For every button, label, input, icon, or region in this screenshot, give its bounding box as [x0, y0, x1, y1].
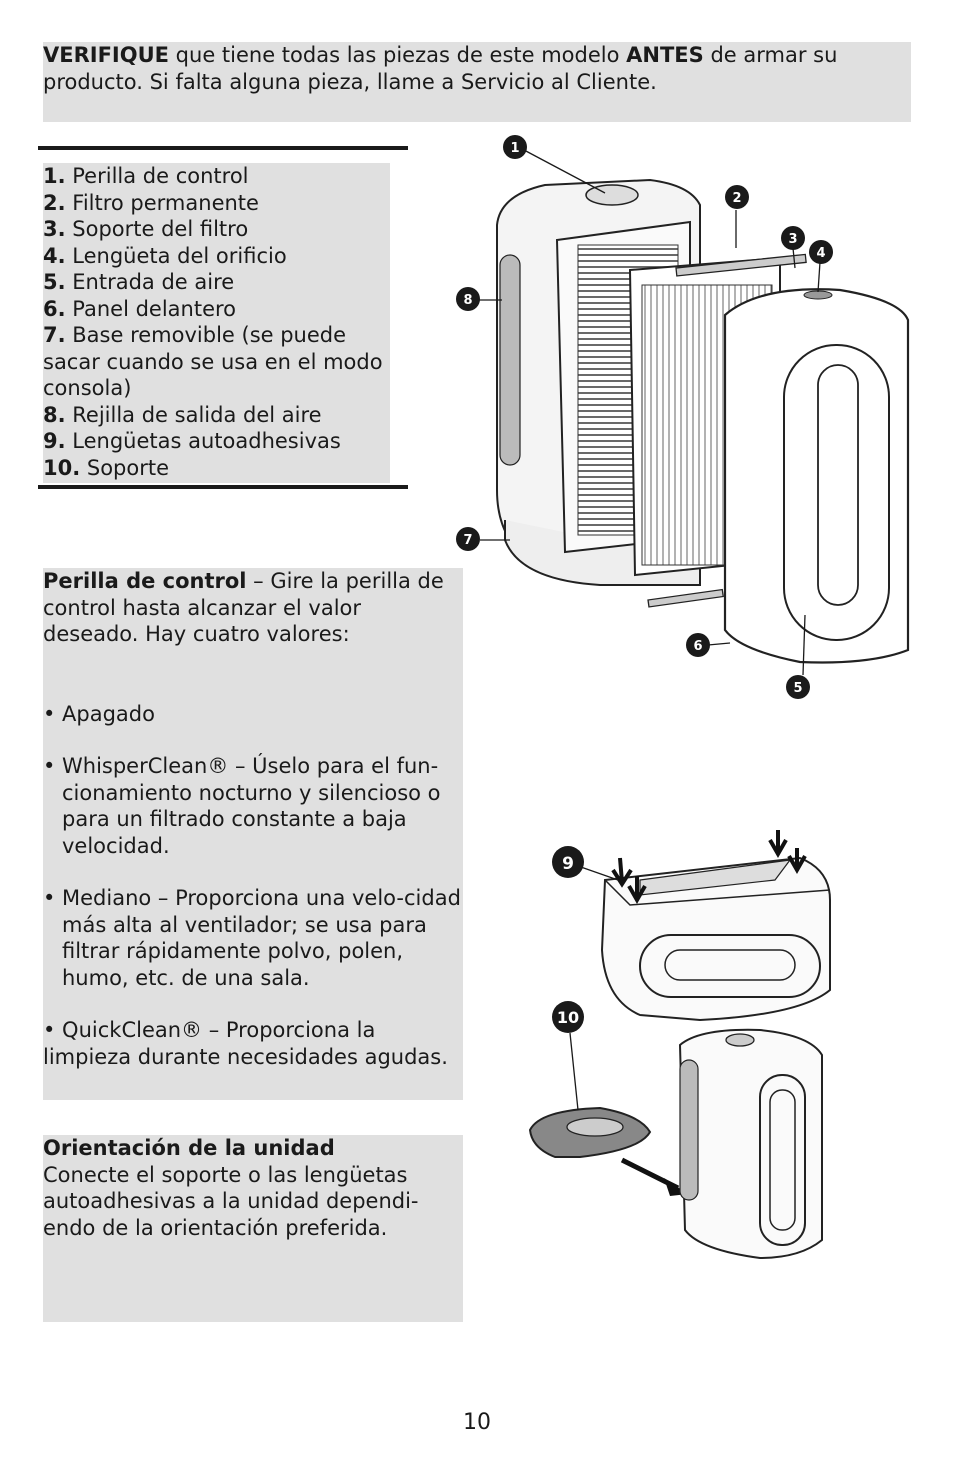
- orientation-box: Orientación de la unidad Conecte el sopo…: [43, 1135, 463, 1322]
- callout-5: 5: [786, 675, 810, 699]
- setting-item: •WhisperClean® – Úselo para el fun-ciona…: [43, 753, 463, 859]
- exploded-diagram: 1 2 3 4 5 6 7 8: [456, 135, 910, 699]
- part-number: 1.: [43, 164, 66, 188]
- svg-text:7: 7: [463, 533, 472, 548]
- callout-7: 7: [456, 527, 480, 551]
- front-panel: [723, 288, 910, 664]
- setting-item-quickclean: • QuickClean® – Proporciona la limpieza …: [43, 1018, 448, 1069]
- hole-tab: [803, 290, 833, 300]
- callout-9: 9: [552, 846, 584, 878]
- intro-before-bold: ANTES: [626, 43, 704, 67]
- intro-verify-bold: VERIFIQUE: [43, 43, 169, 67]
- part-label: Entrada de aire: [65, 270, 235, 294]
- part-number: 8.: [43, 402, 66, 427]
- svg-text:9: 9: [562, 854, 574, 874]
- control-intro: Perilla de control – Gire la perilla de …: [43, 568, 463, 648]
- intro-text: VERIFIQUE que tiene todas las piezas de …: [43, 42, 903, 95]
- part-label: Panel delantero: [65, 296, 237, 321]
- parts-list: 1. Perilla de control 2. Filtro permanen…: [43, 163, 390, 481]
- part-item: 1. Perilla de control: [43, 163, 390, 190]
- callout-3: 3: [781, 226, 805, 250]
- intro-text-1: que tiene todas las piezas de este model…: [169, 43, 627, 67]
- parts-top-rule: [38, 146, 408, 150]
- bullet: •: [43, 886, 56, 910]
- part-number: 3.: [43, 217, 66, 241]
- setting-text: Mediano – Proporciona una velo-cidad más…: [62, 886, 461, 990]
- arrow-down-icon: [768, 830, 788, 859]
- callout-8: 8: [456, 287, 480, 311]
- control-knob: [585, 184, 639, 206]
- part-label: Lengüeta del orificio: [65, 243, 287, 268]
- arrow-down-icon: [611, 857, 633, 888]
- unit-horizontal: [600, 830, 831, 1022]
- arrow-down-icon: [787, 848, 807, 875]
- svg-text:10: 10: [557, 1008, 579, 1027]
- intro-box: VERIFIQUE que tiene todas las piezas de …: [43, 42, 911, 122]
- part-item: 10. Soporte: [43, 455, 390, 482]
- air-outlet-grille: [499, 254, 521, 466]
- bullet: •: [43, 701, 56, 726]
- orientation-text: Conecte el soporte o las lengüetas autoa…: [43, 1162, 419, 1240]
- setting-item: •Mediano – Proporciona una velo-cidad má…: [43, 885, 463, 991]
- callout-6: 6: [686, 633, 710, 657]
- part-label: Base removible (se puede sacar cuando se…: [43, 323, 383, 400]
- part-label: Filtro permanente: [65, 190, 259, 215]
- orientation-heading: Orientación de la unidad: [43, 1136, 335, 1160]
- svg-text:6: 6: [693, 639, 702, 654]
- control-heading: Perilla de control: [43, 569, 247, 593]
- part-number: 5.: [43, 270, 66, 294]
- part-number: 7.: [43, 323, 66, 347]
- part-item: 5. Entrada de aire: [43, 269, 390, 296]
- part-label: Lengüetas autoadhesivas: [65, 429, 341, 453]
- control-knob-box: Perilla de control – Gire la perilla de …: [43, 568, 463, 1100]
- part-item: 4. Lengüeta del orificio: [43, 243, 390, 270]
- part-number: 2.: [43, 190, 66, 215]
- setting-text: WhisperClean® – Úselo para el fun-cionam…: [62, 754, 441, 858]
- part-item: 9. Lengüetas autoadhesivas: [43, 428, 390, 455]
- part-item: 6. Panel delantero: [43, 296, 390, 323]
- filter-support-bottom: [647, 588, 724, 608]
- callout-10: 10: [552, 1001, 584, 1033]
- control-intro-text: – Gire la perilla de control hasta alcan…: [43, 569, 444, 646]
- part-number: 4.: [43, 243, 66, 268]
- callout-4: 4: [809, 240, 833, 264]
- bullet: •: [43, 754, 56, 778]
- orientation-diagram: 9 10: [528, 830, 831, 1260]
- part-number: 10.: [43, 455, 81, 480]
- intro-text-2: de armar su producto. Si falta alguna pi…: [43, 43, 838, 94]
- parts-bottom-rule: [38, 485, 408, 489]
- setting-item: •Apagado: [43, 701, 463, 728]
- part-item: 2. Filtro permanente: [43, 190, 390, 217]
- setting-text: Apagado: [62, 701, 155, 726]
- callout-1: 1: [503, 135, 527, 159]
- part-item: 3. Soporte del filtro: [43, 216, 390, 243]
- arrow-down-icon: [627, 876, 647, 905]
- callout-2: 2: [725, 185, 749, 209]
- svg-text:8: 8: [463, 293, 472, 308]
- part-label: Perilla de control: [65, 164, 249, 188]
- part-label: Rejilla de salida del aire: [65, 402, 322, 427]
- part-item: 7. Base removible (se puede sacar cuando…: [43, 322, 390, 402]
- svg-text:1: 1: [510, 141, 519, 156]
- part-label: Soporte del filtro: [65, 217, 249, 241]
- filter-support: [675, 253, 807, 277]
- page-number: 10: [463, 1410, 491, 1435]
- part-number: 6.: [43, 296, 66, 321]
- svg-text:3: 3: [788, 232, 797, 247]
- svg-text:4: 4: [816, 246, 825, 261]
- part-label: Soporte: [80, 455, 170, 480]
- part-item: 8. Rejilla de salida del aire: [43, 402, 390, 429]
- svg-text:5: 5: [793, 681, 802, 696]
- air-inlet: [783, 344, 890, 641]
- svg-text:2: 2: [732, 191, 741, 206]
- part-number: 9.: [43, 429, 66, 453]
- stand: [528, 1106, 652, 1158]
- parts-list-box: 1. Perilla de control 2. Filtro permanen…: [43, 163, 390, 483]
- unit-vertical: [678, 1028, 823, 1260]
